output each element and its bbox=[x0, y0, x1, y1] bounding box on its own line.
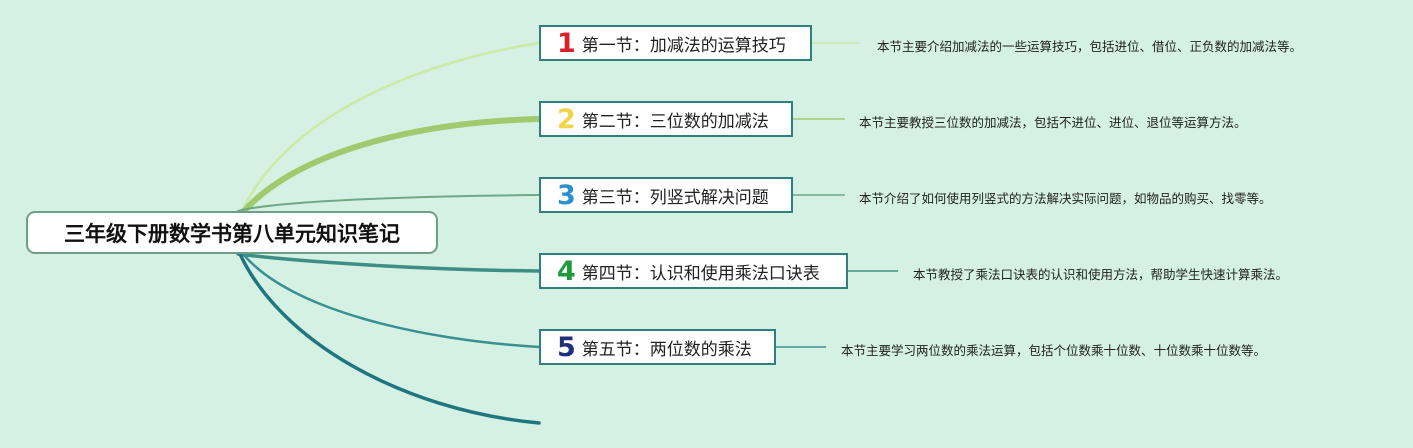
branch-number-5: 5 bbox=[557, 331, 576, 363]
branch-description-2: 本节主要教授三位数的加减法，包括不进位、进位、退位等运算方法。 bbox=[859, 115, 1247, 130]
branch-node-3[interactable]: 3 第三节：列竖式解决问题 bbox=[539, 177, 793, 213]
branch-title-3: 第三节：列竖式解决问题 bbox=[581, 187, 769, 208]
branch-title-5: 第五节：两位数的乘法 bbox=[581, 339, 752, 360]
branch-connector-extra bbox=[238, 252, 541, 425]
branch-connector-2 bbox=[241, 116, 542, 214]
branch-connector-5 bbox=[241, 252, 541, 349]
branch-number-4: 4 bbox=[557, 255, 576, 287]
branch-description-3: 本节介绍了如何使用列竖式的方法解决实际问题，如物品的购买、找零等。 bbox=[859, 191, 1272, 206]
branch-number-2: 2 bbox=[557, 103, 576, 135]
branch-connector-3 bbox=[237, 194, 540, 212]
branch-description-1: 本节主要介绍加减法的一些运算技巧，包括进位、借位、正负数的加减法等。 bbox=[877, 39, 1303, 54]
branch-node-1[interactable]: 1 第一节：加减法的运算技巧 bbox=[539, 25, 812, 61]
branch-title-2: 第二节：三位数的加减法 bbox=[581, 111, 769, 132]
branch-node-5[interactable]: 5 第五节：两位数的乘法 bbox=[539, 329, 776, 365]
branch-number-1: 1 bbox=[557, 27, 576, 59]
branch-title-1: 第一节：加减法的运算技巧 bbox=[581, 35, 786, 56]
branch-description-4: 本节教授了乘法口诀表的认识和使用方法，帮助学生快速计算乘法。 bbox=[913, 267, 1289, 282]
central-topic[interactable]: 三年级下册数学书第八单元知识笔记 bbox=[26, 211, 438, 254]
branch-connector-4 bbox=[236, 252, 541, 273]
branch-connector-1 bbox=[240, 41, 541, 213]
branch-description-5: 本节主要学习两位数的乘法运算，包括个位数乘十位数、十位数乘十位数等。 bbox=[841, 343, 1267, 358]
central-topic-label: 三年级下册数学书第八单元知识笔记 bbox=[64, 221, 400, 246]
branch-node-4[interactable]: 4 第四节：认识和使用乘法口诀表 bbox=[539, 253, 848, 289]
branch-node-2[interactable]: 2 第二节：三位数的加减法 bbox=[539, 101, 793, 137]
branch-title-4: 第四节：认识和使用乘法口诀表 bbox=[581, 263, 820, 284]
branch-number-3: 3 bbox=[557, 179, 576, 211]
